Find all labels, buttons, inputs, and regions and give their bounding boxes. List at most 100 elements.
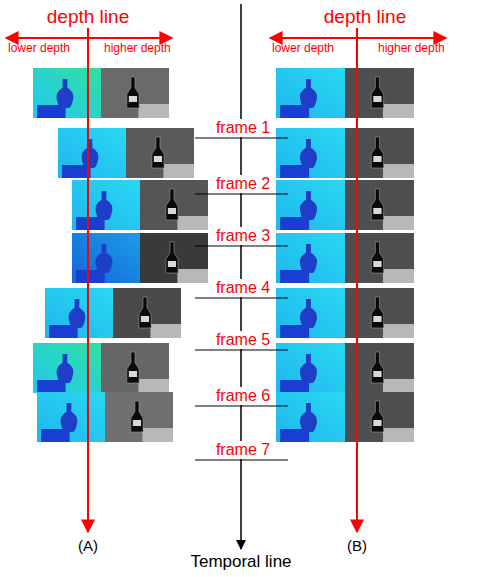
axis-title: Temporal line: [190, 553, 291, 572]
gray-image: [105, 392, 173, 442]
frame-image-pair: [276, 68, 414, 118]
depth-map: [45, 288, 113, 338]
bottle-label: [129, 96, 137, 102]
gray-image: [345, 288, 414, 338]
depth-axis: [356, 8, 358, 532]
frame-tick: [195, 298, 288, 299]
frame-label: frame 2: [214, 175, 272, 193]
gray-box: [150, 324, 181, 338]
gray-bottle: [371, 352, 383, 383]
gray-image: [345, 392, 414, 442]
frame-tick: [195, 246, 288, 247]
depth-vase: [300, 354, 317, 383]
frame-image-pair: [37, 392, 173, 442]
gray-image: [101, 343, 169, 393]
depth-map: [276, 233, 345, 283]
frame-image-pair: [72, 180, 208, 230]
bottle-label: [373, 420, 381, 426]
bottle-label: [373, 156, 381, 162]
frame-image-pair: [72, 233, 208, 283]
gray-image: [126, 128, 194, 178]
bottle-label: [133, 420, 141, 426]
frame-image-pair: [45, 288, 181, 338]
gray-box: [383, 164, 414, 178]
bottle-label: [129, 371, 137, 377]
frame-tick: [195, 138, 288, 139]
direction-label: higher depth: [104, 42, 171, 55]
gray-box: [142, 428, 173, 442]
depth-arrow: [6, 37, 172, 39]
depth-arrow: [270, 37, 446, 39]
frame-image-pair: [58, 128, 194, 178]
gray-image: [345, 233, 414, 283]
bottle-label: [168, 261, 176, 267]
depth-map: [276, 68, 345, 118]
depth-map: [276, 128, 345, 178]
depth-vase: [300, 79, 317, 108]
frame-image-pair: [276, 288, 414, 338]
depth-map: [33, 68, 101, 118]
gray-bottle: [371, 401, 383, 432]
direction-label: lower depth: [272, 42, 334, 55]
frame-tick: [195, 350, 288, 351]
gray-bottle: [371, 137, 383, 168]
bottle-label: [373, 261, 381, 267]
frame-label: frame 3: [214, 227, 272, 245]
frame-label: frame 7: [214, 441, 272, 459]
gray-bottle: [371, 297, 383, 328]
gray-box: [177, 216, 208, 230]
bottle-label: [373, 316, 381, 322]
gray-box: [138, 104, 169, 118]
bottle-label: [373, 208, 381, 214]
gray-box: [163, 164, 194, 178]
gray-bottle: [152, 137, 164, 168]
gray-bottle: [127, 352, 139, 383]
frame-tick: [195, 460, 288, 461]
depth-map: [276, 392, 345, 442]
depth-map: [276, 288, 345, 338]
frame-label: frame 6: [214, 387, 272, 405]
gray-image: [345, 68, 414, 118]
gray-box: [177, 269, 208, 283]
depth-vase: [57, 354, 74, 383]
frame-image-pair: [276, 233, 414, 283]
direction-label: lower depth: [8, 42, 70, 55]
depth-vase: [96, 191, 113, 220]
gray-box: [383, 428, 414, 442]
depth-map: [58, 128, 126, 178]
bottle-label: [154, 156, 162, 162]
gray-image: [140, 180, 208, 230]
bottle-label: [373, 371, 381, 377]
panel-label: (A): [78, 538, 98, 555]
depth-vase: [82, 139, 99, 168]
frame-label: frame 1: [214, 119, 272, 137]
axis-title: depth line: [322, 7, 408, 28]
gray-box: [383, 269, 414, 283]
gray-bottle: [131, 401, 143, 432]
bottle-label: [141, 316, 149, 322]
frame-label: frame 4: [214, 279, 272, 297]
depth-map: [276, 180, 345, 230]
depth-vase: [300, 139, 317, 168]
frame-label: frame 5: [214, 331, 272, 349]
gray-box: [383, 324, 414, 338]
temporal-axis: [240, 4, 242, 549]
gray-box: [138, 379, 169, 393]
frame-image-pair: [276, 392, 414, 442]
direction-label: higher depth: [378, 42, 445, 55]
gray-box: [383, 104, 414, 118]
gray-bottle: [371, 189, 383, 220]
depth-vase: [300, 244, 317, 273]
gray-bottle: [166, 189, 178, 220]
depth-vase: [57, 79, 74, 108]
depth-vase: [96, 244, 113, 273]
frame-image-pair: [276, 128, 414, 178]
gray-image: [345, 180, 414, 230]
gray-box: [383, 379, 414, 393]
gray-bottle: [139, 297, 151, 328]
axis-title: depth line: [45, 7, 131, 28]
depth-map: [72, 180, 140, 230]
bottle-label: [168, 208, 176, 214]
depth-vase: [61, 403, 78, 432]
frame-tick: [195, 406, 288, 407]
